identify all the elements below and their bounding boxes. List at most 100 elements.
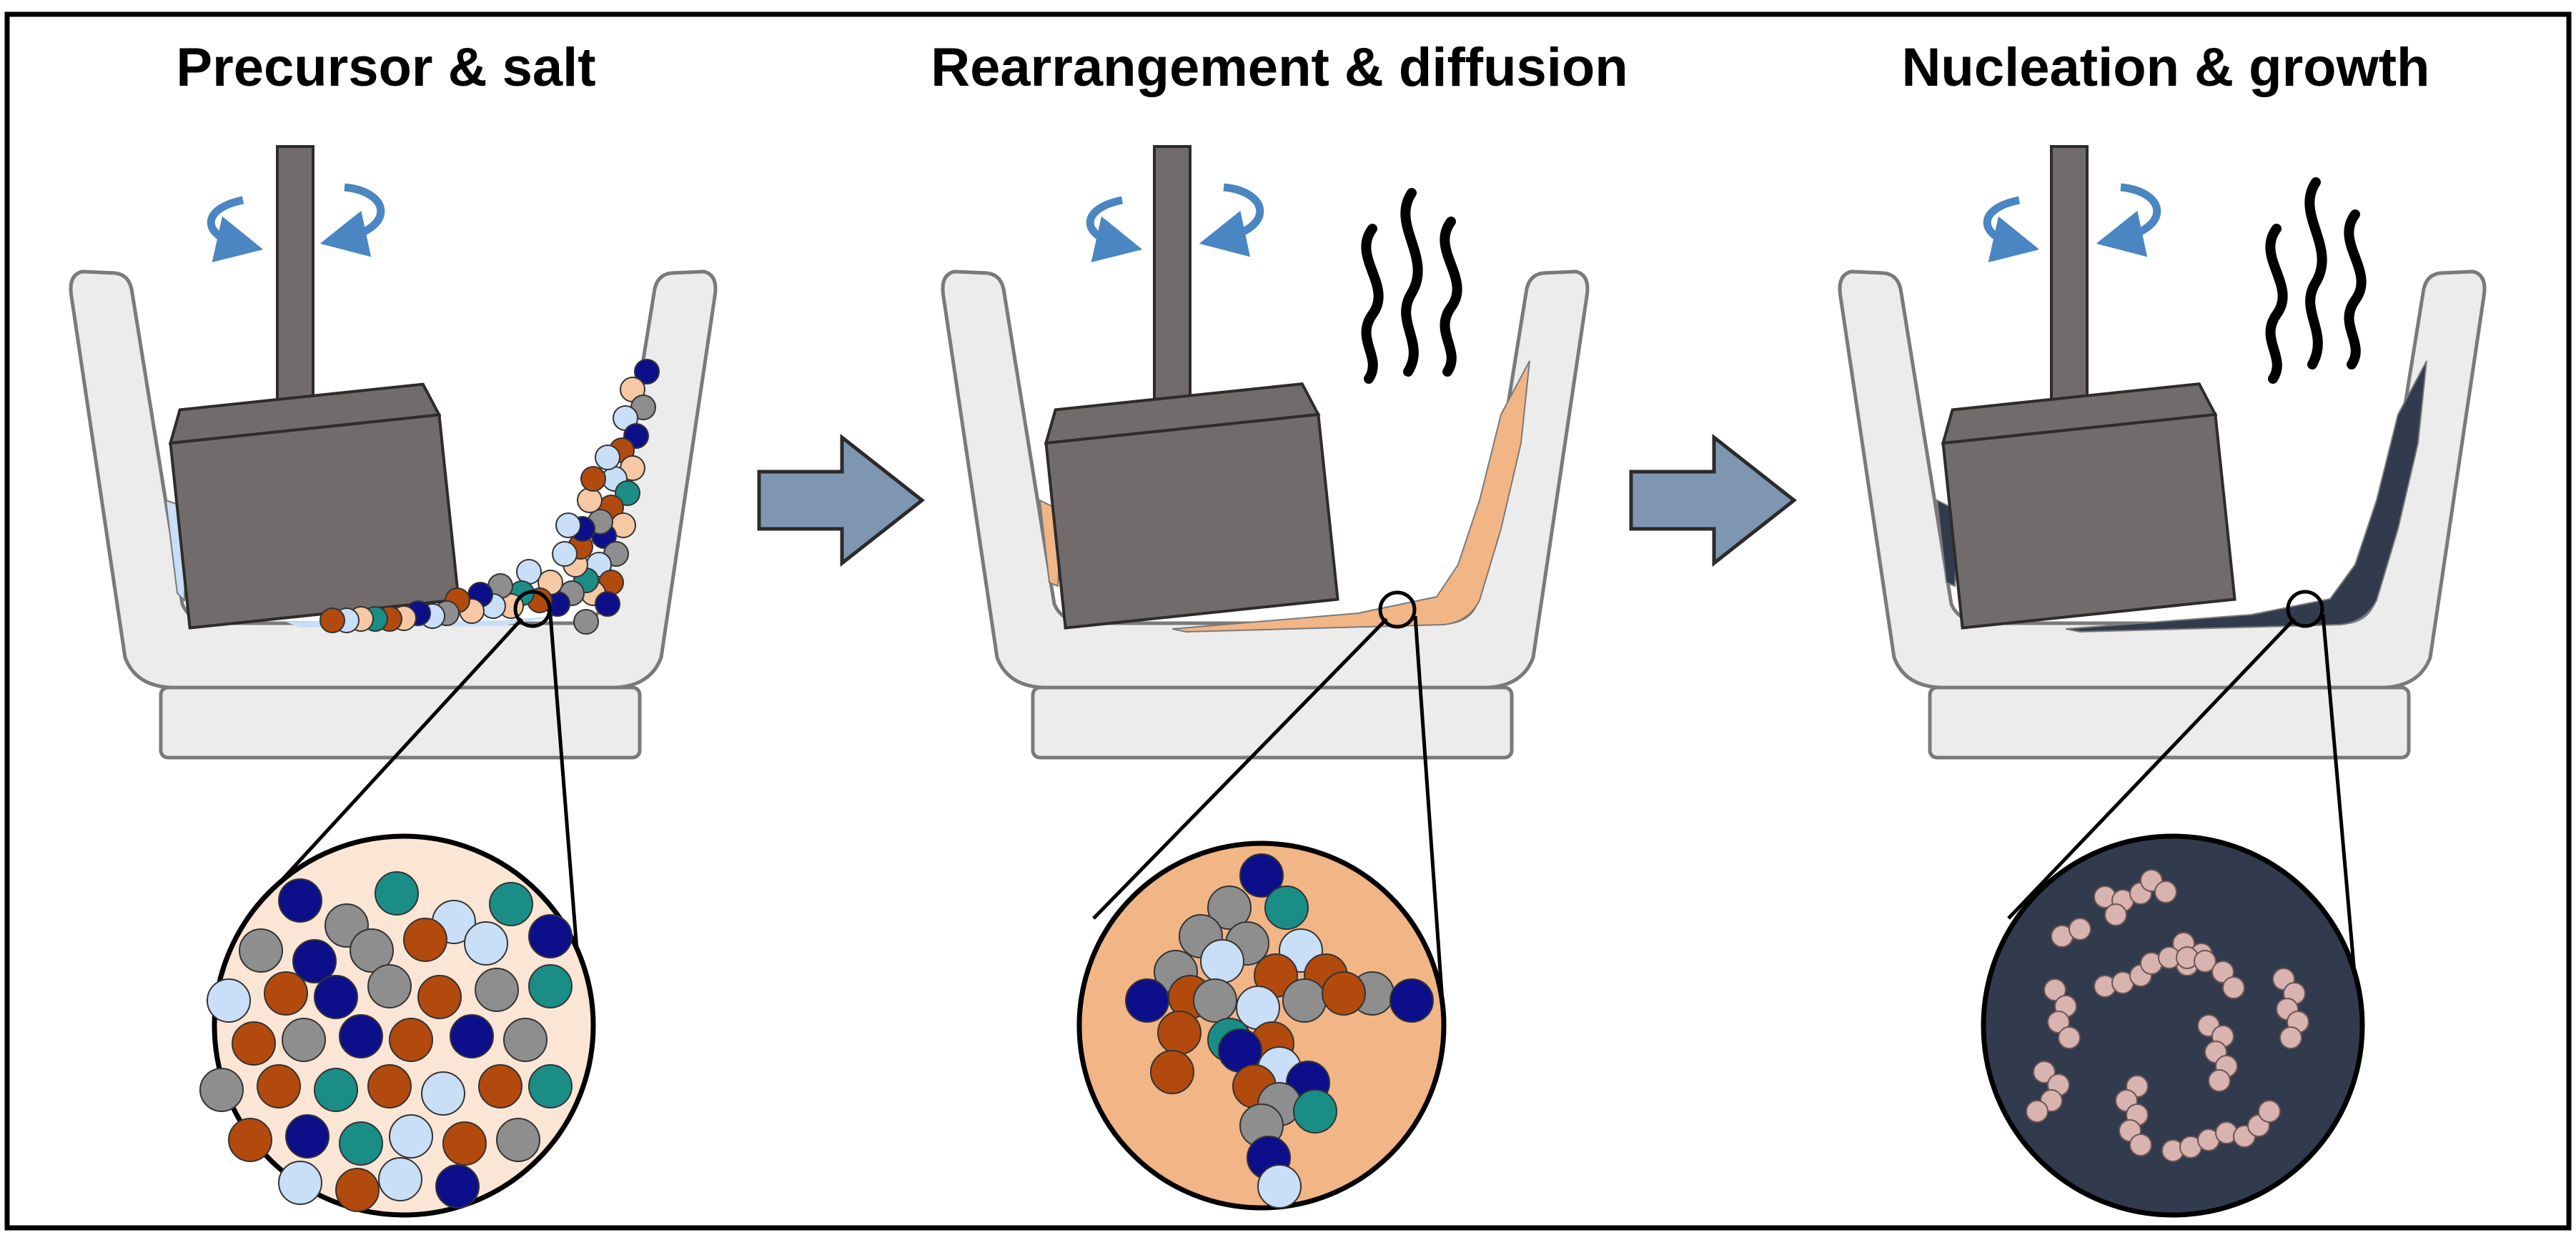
diffusion-particles-zoom bbox=[1125, 853, 1434, 1209]
nanocrystal bbox=[2129, 1134, 2152, 1156]
panel-diffusion bbox=[941, 145, 1590, 1211]
particle bbox=[314, 975, 358, 1019]
diffusion-layer bbox=[1171, 360, 1530, 633]
particle bbox=[528, 1064, 573, 1108]
rotate-arrow-icon bbox=[207, 196, 264, 263]
particle bbox=[199, 1068, 244, 1112]
pestle-handle bbox=[1153, 145, 1192, 405]
rotate-arrow-icon bbox=[1086, 196, 1143, 263]
particle bbox=[207, 978, 251, 1023]
nanocrystal bbox=[2194, 950, 2216, 973]
particle bbox=[528, 914, 573, 958]
nanocrystal bbox=[2104, 903, 2127, 926]
particle bbox=[1264, 886, 1309, 930]
particle bbox=[496, 1118, 540, 1162]
nanocrystal bbox=[2211, 961, 2234, 983]
nanocrystal bbox=[2044, 978, 2066, 1001]
particle bbox=[339, 1121, 383, 1166]
zoom-marker bbox=[2286, 590, 2324, 628]
precursor-particles-zoom bbox=[199, 871, 573, 1212]
precursor-particles-in-mortar bbox=[319, 359, 660, 635]
nanocrystal bbox=[2258, 1100, 2281, 1123]
panel-title-nucleation: Nucleation & growth bbox=[1901, 37, 2430, 98]
nanocrystal bbox=[2058, 1026, 2081, 1049]
particle bbox=[389, 1114, 433, 1159]
pestle-handle bbox=[276, 145, 314, 405]
particle bbox=[228, 1118, 272, 1162]
pestle-head bbox=[1941, 382, 2236, 630]
particle bbox=[435, 1164, 480, 1209]
particle bbox=[378, 1157, 422, 1201]
nanocrystal-chains-zoom bbox=[2026, 869, 2309, 1162]
nanocrystal bbox=[2208, 1069, 2231, 1092]
panel-precursor bbox=[69, 145, 718, 1218]
particle bbox=[1322, 971, 1366, 1016]
particle bbox=[292, 939, 337, 983]
particle bbox=[577, 487, 603, 513]
particle bbox=[1200, 939, 1244, 983]
outer-frame bbox=[4, 11, 2572, 1231]
zoom-line-left bbox=[245, 617, 523, 920]
particle bbox=[634, 359, 660, 385]
particle bbox=[278, 878, 322, 923]
zoom-line-left bbox=[2007, 617, 2296, 920]
panel-nucleation bbox=[1838, 145, 2487, 1218]
particle bbox=[319, 607, 345, 633]
heat-wave-icon bbox=[2265, 177, 2367, 384]
right-arrow-icon bbox=[1629, 433, 1798, 567]
nanocrystal bbox=[2033, 1061, 2056, 1083]
particle bbox=[555, 512, 581, 538]
particle bbox=[239, 928, 283, 973]
nanocrystal bbox=[2222, 976, 2245, 999]
particle bbox=[403, 918, 447, 962]
particle bbox=[232, 1021, 276, 1066]
nanocrystal bbox=[2026, 1100, 2049, 1123]
zoom-line-right bbox=[1413, 615, 1446, 1023]
pestle-head bbox=[168, 382, 460, 630]
particle bbox=[389, 1018, 433, 1062]
particle bbox=[367, 1064, 412, 1108]
particle bbox=[595, 591, 620, 617]
particle bbox=[417, 975, 462, 1019]
particle bbox=[285, 1114, 330, 1159]
particle bbox=[580, 466, 606, 492]
product-layer bbox=[2065, 360, 2427, 633]
rotate-arrow-icon bbox=[1199, 183, 1264, 257]
particle bbox=[615, 480, 640, 506]
nanocrystal bbox=[2154, 881, 2177, 903]
particle bbox=[1239, 853, 1284, 898]
particle bbox=[335, 1168, 380, 1212]
particle bbox=[573, 609, 599, 635]
particle bbox=[478, 1064, 522, 1108]
particle bbox=[450, 1014, 494, 1058]
particle bbox=[1193, 978, 1237, 1023]
particle bbox=[516, 559, 542, 585]
rotate-arrow-icon bbox=[319, 183, 385, 257]
zoom-line-left bbox=[1092, 617, 1388, 920]
particle bbox=[464, 921, 508, 966]
particle bbox=[257, 1064, 301, 1108]
particle bbox=[1389, 978, 1434, 1023]
particle bbox=[1257, 1164, 1302, 1209]
particle bbox=[595, 445, 620, 470]
mortar-base bbox=[1928, 685, 2411, 760]
particle bbox=[367, 964, 412, 1008]
rotate-arrow-icon bbox=[1983, 196, 2040, 263]
zoom-marker bbox=[513, 590, 552, 628]
pestle-head bbox=[1044, 382, 1339, 630]
particle bbox=[1282, 978, 1327, 1023]
particle bbox=[475, 968, 519, 1012]
zoom-line-right bbox=[2321, 614, 2361, 1023]
nanocrystal bbox=[2279, 1026, 2302, 1049]
nanocrystal bbox=[2069, 918, 2091, 941]
particle bbox=[375, 871, 419, 916]
particle bbox=[442, 1121, 487, 1166]
mortar-base bbox=[159, 685, 642, 760]
particle bbox=[552, 541, 578, 567]
particle bbox=[1125, 978, 1169, 1023]
particle bbox=[1293, 1089, 1337, 1134]
particle bbox=[1150, 1050, 1194, 1094]
panel-title-diffusion: Rearrangement & diffusion bbox=[931, 37, 1628, 98]
